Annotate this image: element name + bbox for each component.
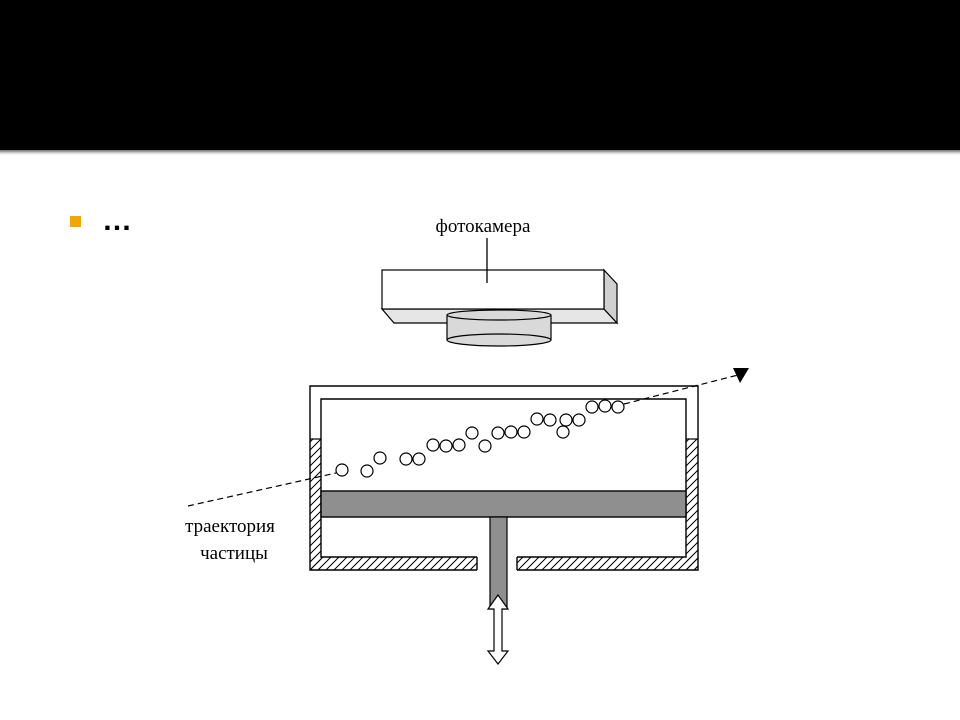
piston-motion-arrow [486,593,510,665]
slide-title-bar [0,0,960,150]
camera [380,238,619,347]
droplet-track [335,399,625,478]
chamber [309,385,699,610]
bullet-text: … [102,204,133,237]
camera-label: фотокамера [436,216,531,237]
trajectory-label-line1: траектория [185,516,275,537]
trajectory-label-line2: частицы [200,543,268,564]
piston [320,490,687,518]
bottom-right-hatch [517,557,698,570]
camera-lens [446,309,552,347]
trajectory-dashed-lines [187,374,739,507]
title-divider [0,150,960,155]
bullet-marker-icon [70,216,81,227]
bottom-left-hatch [310,557,477,570]
right-wall-hatch [686,439,698,570]
trajectory-arrowhead-icon [733,368,749,383]
left-wall-hatch [310,439,321,570]
